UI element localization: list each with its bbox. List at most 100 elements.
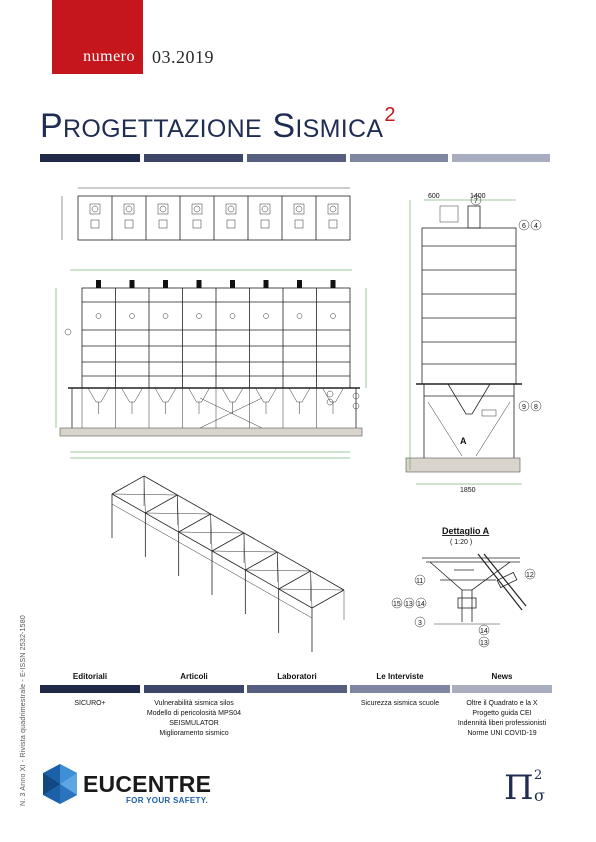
elev-hopper [154, 387, 177, 403]
callout-13b: 13 [480, 640, 488, 647]
detail-title: Dettaglio A [442, 526, 490, 536]
detail-a: Dettaglio A ( 1:20 ) 11 12 15 13 14 [391, 526, 536, 648]
silo-side-elevation: 600 1400 7 6 4 A [405, 193, 542, 494]
frame-crossbeam [111, 475, 145, 495]
frame-main-beam [111, 493, 313, 609]
pi-symbol: Π [504, 768, 534, 808]
elev-hopper [188, 387, 210, 403]
plan-hatch-circle [227, 205, 235, 213]
frame-diagonal [243, 532, 246, 571]
plan-hatch-circle [159, 205, 167, 213]
section-title-editoriali: Editoriali [72, 672, 108, 681]
elev-porthole [162, 313, 169, 319]
section-title-laboratori: Laboratori [277, 672, 317, 681]
title-bar-5 [452, 154, 550, 162]
list-item: Sicurezza sismica scuole [360, 700, 440, 707]
plan-hatch-circle [125, 205, 133, 213]
elev-vent [297, 280, 302, 288]
plan-outlet [192, 219, 202, 229]
plan-hatch-circle [193, 205, 201, 213]
dim-1400: 1400 [470, 193, 486, 200]
pi-sigma-logo: Π 2 σ [504, 768, 550, 808]
pi-superscript: 2 [534, 768, 543, 783]
callout-14: 14 [417, 601, 425, 608]
frame-crossbeam [245, 551, 278, 571]
section-title-articoli: Articoli [180, 672, 208, 681]
list-item: SEISMULATOR [169, 720, 219, 727]
section-items-news: Oltre il Quadrato e la X Progetto guida … [450, 699, 554, 739]
plan-hatch [327, 203, 339, 215]
callout-8: 8 [534, 404, 538, 411]
plan-hatch-circle [329, 205, 337, 213]
elev-vent [196, 280, 202, 288]
section-items-interviste: Sicurezza sismica scuole [348, 699, 452, 709]
callout-9: 9 [522, 404, 526, 411]
elev-vent [263, 280, 269, 288]
callout-12: 12 [526, 572, 534, 579]
silo-front-elevation [55, 269, 367, 459]
section-bar-5 [452, 685, 552, 693]
list-item: Miglioramento sismico [159, 730, 229, 737]
dim-600: 600 [428, 193, 440, 200]
elev-hopper [288, 387, 311, 403]
elev-porthole [196, 313, 202, 319]
elev-hopper [255, 387, 277, 403]
title-cap-p: P [40, 107, 63, 145]
plan-outlet [260, 219, 270, 229]
plan-hatch [123, 203, 135, 215]
callout-11: 11 [416, 578, 423, 585]
section-title-interviste: Le Interviste [376, 672, 424, 681]
list-item: Indennità liberi professionisti [457, 720, 547, 727]
frame-diagonal [177, 494, 179, 533]
title-cap-s: S [272, 107, 296, 145]
list-item: SICURO+ [74, 700, 106, 707]
callout-7: 7 [474, 198, 478, 205]
plan-hatch [293, 203, 305, 215]
section-bar-4 [350, 685, 450, 693]
frame-lower-beam [111, 503, 313, 619]
title-word-2: ISMICA [295, 115, 384, 143]
frame-diagonal [277, 551, 279, 590]
frame-crossbeam [278, 570, 311, 590]
list-item: Progetto guida CEI [472, 710, 532, 717]
elev-porthole [263, 313, 269, 319]
plan-hatch-circle [261, 205, 269, 213]
list-item: Oltre il Quadrato e la X [466, 700, 538, 707]
frame-diagonal [210, 513, 213, 552]
elev-vent [96, 280, 101, 288]
plan-outlet [124, 219, 134, 229]
plan-outlet [226, 219, 236, 229]
frame-crossbeam [178, 513, 211, 533]
section-bar-3 [247, 685, 347, 693]
pi-subscript: σ [534, 786, 545, 805]
issue-number: 03.2019 [152, 47, 214, 67]
list-item: Modello di pericolosità MPS04 [146, 710, 242, 717]
elev-vent [129, 280, 135, 288]
elev-hopper [87, 387, 110, 403]
section-bar-2 [144, 685, 244, 693]
elev-vent [330, 280, 336, 288]
plan-outlet [158, 219, 168, 229]
issue-label: numero [83, 48, 135, 65]
plan-hatch [225, 203, 237, 215]
section-items-editoriali: SICURO+ [38, 699, 142, 709]
title-word-1: ROGETTAZIONE [62, 115, 262, 143]
frame-diagonal [310, 570, 313, 609]
plan-hatch [89, 203, 101, 215]
elev-porthole [229, 313, 236, 319]
elev-porthole [330, 313, 336, 319]
plan-hatch-circle [91, 205, 99, 213]
issue-info-vertical: N. 3 Anno XI - Rivista quadrimestrale - … [20, 615, 27, 806]
issue-block: numero [52, 0, 143, 74]
magazine-title: PROGETTAZIONE SISMICA2 [40, 104, 560, 145]
callout-13: 13 [405, 601, 413, 608]
callout-4: 4 [534, 223, 538, 230]
silo-plan-view [61, 187, 351, 241]
plan-outlet [90, 219, 100, 229]
marker-a: A [460, 436, 467, 446]
plan-hatch-circle [295, 205, 303, 213]
section-items-articoli: Vulnerabilità sismica silos Modello di p… [142, 699, 246, 739]
elev-hopper [121, 387, 143, 403]
plan-outlet [294, 219, 304, 229]
elev-porthole [296, 313, 303, 319]
